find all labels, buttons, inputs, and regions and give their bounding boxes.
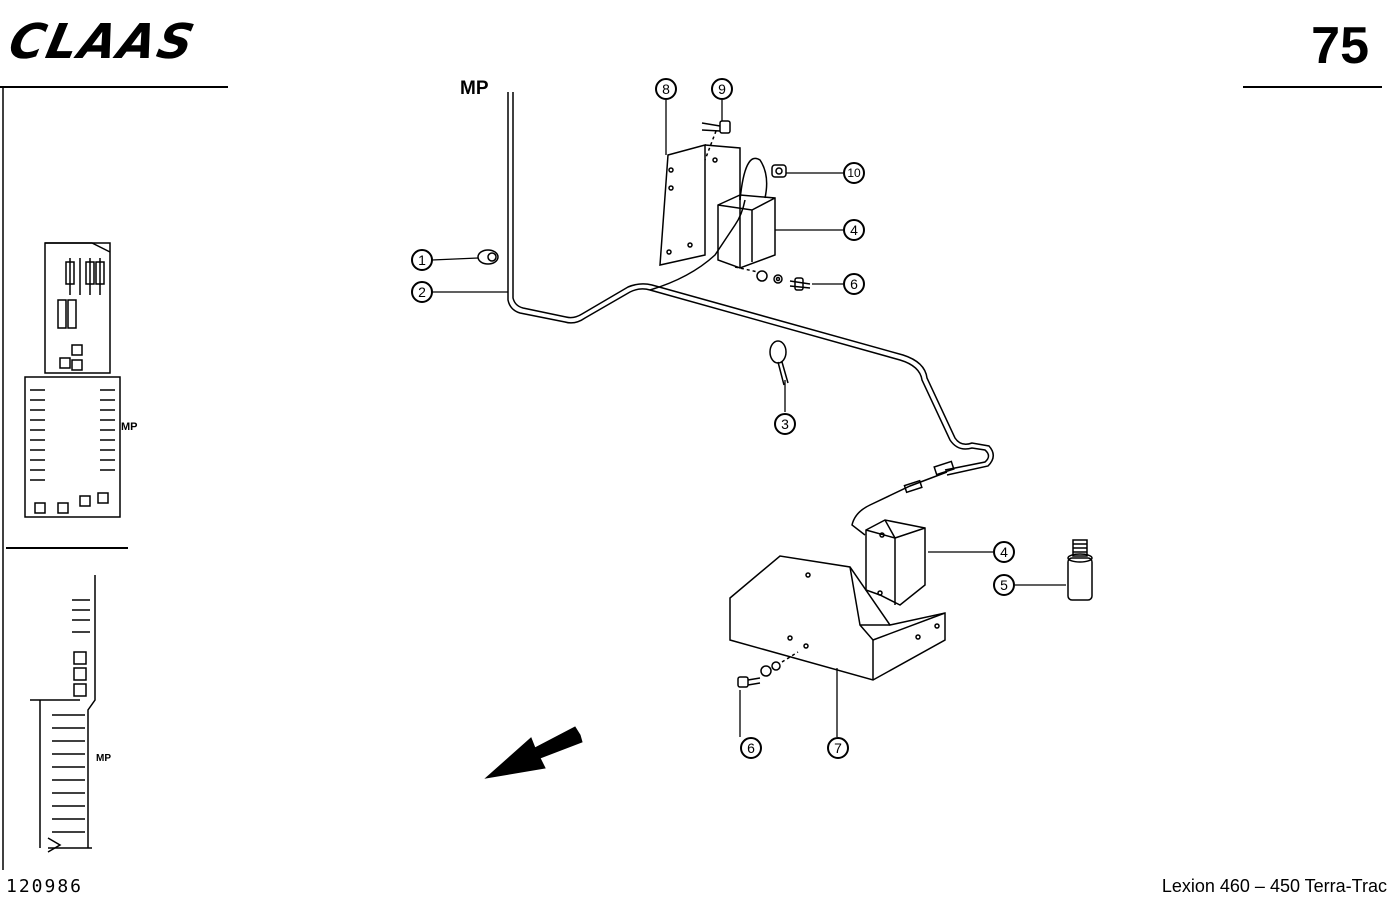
model-name: Lexion 460 – 450 Terra-Trac (1161, 876, 1387, 896)
header-rule-left (0, 86, 228, 88)
screw-washer-lower (737, 651, 799, 688)
callout-8: 8 (655, 78, 677, 100)
spacer-5 (1067, 539, 1093, 601)
leader-lines (431, 100, 1066, 737)
mp-label-main: MP (460, 78, 489, 99)
callout-6-lower: 6 (740, 737, 762, 759)
callout-2: 2 (411, 281, 433, 303)
callout-7: 7 (827, 737, 849, 759)
cable-harness (507, 92, 994, 536)
document-id: 120986 (6, 876, 84, 897)
locator-view-bottom (30, 575, 96, 853)
bolt-9 (701, 120, 731, 161)
header-rule-right (1243, 86, 1382, 88)
callout-6-upper: 6 (843, 273, 865, 295)
callout-1: 1 (411, 249, 433, 271)
upper-electronic-unit (717, 157, 776, 269)
callout-9: 9 (711, 78, 733, 100)
callout-5: 5 (993, 574, 1015, 596)
callout-4-lower: 4 (993, 541, 1015, 563)
callout-3: 3 (774, 413, 796, 435)
page-number: 75 (1311, 17, 1369, 75)
direction-arrow (484, 726, 583, 779)
mp-label-locator-1: MP (121, 421, 138, 433)
callout-10: 10 (843, 162, 865, 184)
callout-4-upper: 4 (843, 219, 865, 241)
lower-electronic-unit (865, 519, 926, 606)
locator-view-top (24, 242, 121, 518)
clip-1 (477, 249, 499, 265)
mp-label-locator-2: MP (96, 753, 111, 764)
nut-10 (771, 164, 787, 178)
upper-mounting-plate (659, 144, 741, 266)
cable-tie-3 (769, 340, 789, 386)
lower-bracket (729, 555, 946, 681)
screw-washer-upper (734, 266, 811, 291)
